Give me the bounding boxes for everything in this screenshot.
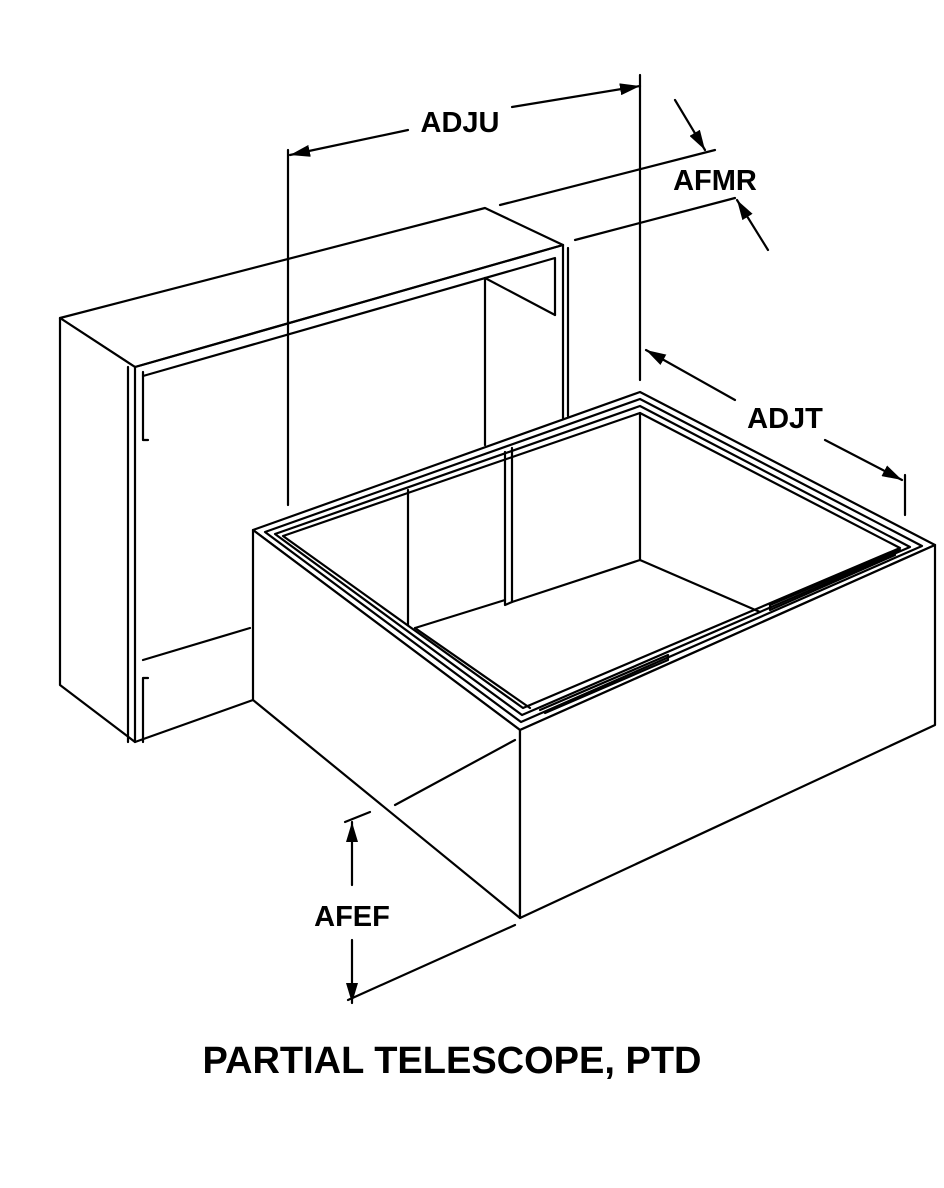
dimension-width: ADJT [644,348,907,517]
width-label: ADJT [747,403,823,435]
lid [58,206,570,744]
height-label: AFEF [314,901,390,933]
dimension-height: AFEF [314,738,517,1005]
dimension-overlap: AFMR [498,98,770,252]
diagram-title: PARTIAL TELESCOPE, PTD [202,1040,702,1082]
length-label: ADJU [421,107,500,139]
dimension-length: ADJU [286,73,642,507]
overlap-label: AFMR [673,165,757,197]
tray [251,390,937,920]
